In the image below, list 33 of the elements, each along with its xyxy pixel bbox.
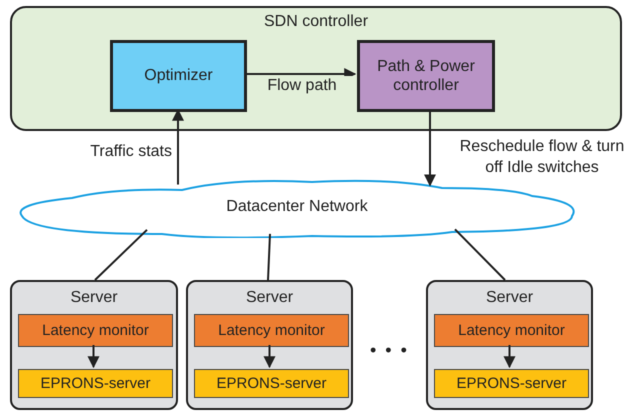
node-label: Latency monitor [217, 322, 326, 340]
server-module-box [434, 369, 589, 398]
node-label: SDN controller [262, 12, 370, 32]
arrow [424, 110, 436, 186]
ellipsis-mark: • • • [370, 340, 409, 361]
connector-line [454, 228, 506, 281]
server-box [186, 280, 353, 410]
node-label: Optimizer [143, 66, 214, 86]
controller-panel [10, 6, 622, 131]
controller-box [357, 40, 495, 112]
node-label: Path & Power controller [376, 56, 476, 96]
arrow [264, 345, 276, 368]
optimizer-box [110, 40, 247, 112]
arrow [504, 345, 516, 368]
node-label: Datacenter Network [225, 197, 369, 217]
connector-line [267, 234, 271, 280]
server-box [10, 280, 178, 410]
server-box [426, 280, 593, 410]
node-label: EPRONS-server [39, 374, 152, 392]
server-module-box [194, 369, 349, 398]
monitor-box [194, 314, 349, 347]
arrow [88, 345, 100, 368]
node-label: Latency monitor [457, 322, 566, 340]
monitor-box [434, 314, 589, 347]
monitor-box [18, 314, 173, 347]
node-label: Server [484, 288, 534, 308]
server-module-box [18, 369, 173, 398]
node-label: Server [69, 288, 119, 308]
node-label: EPRONS-server [455, 374, 568, 392]
node-label: EPRONS-server [215, 374, 328, 392]
node-label: Server [244, 288, 294, 308]
connector-line [94, 229, 148, 281]
node-label: Latency monitor [41, 322, 150, 340]
